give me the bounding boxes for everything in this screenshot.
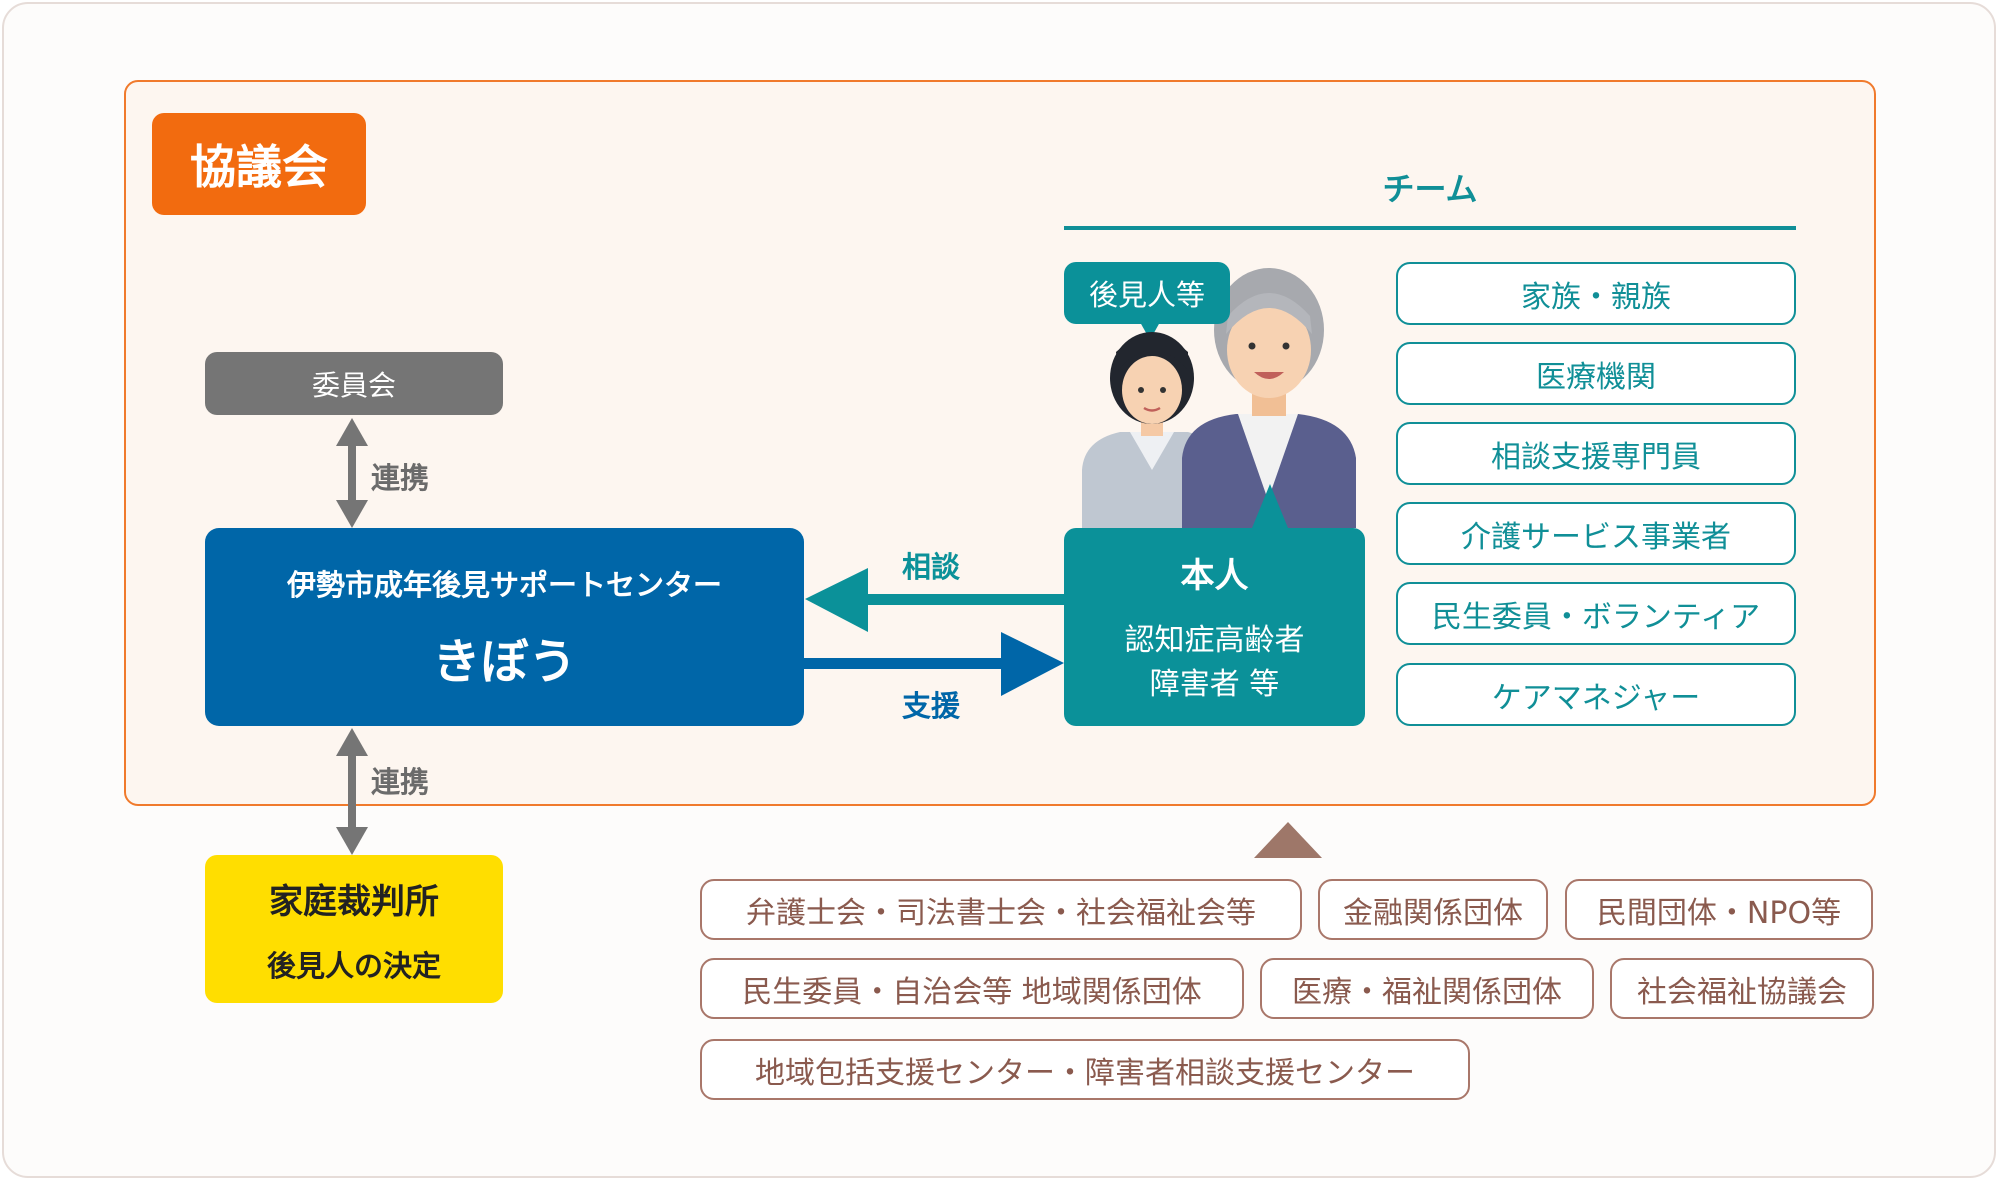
person-title: 本人 [1180, 556, 1249, 596]
elderly-man-illustration [1182, 268, 1356, 528]
team-item: 介護サービス事業者 [1396, 502, 1796, 565]
family-court-box: 家庭裁判所 後見人の決定 [205, 855, 503, 1003]
upper-link-arrow [336, 418, 368, 528]
consult-arrow [805, 568, 1064, 632]
court-name: 家庭裁判所 [269, 881, 439, 922]
team-title: チーム [1382, 170, 1478, 208]
council-label: 協議会 [152, 113, 366, 215]
support-center-box: 伊勢市成年後見サポートセンター きぼう [205, 528, 804, 726]
bubble-tail [1140, 322, 1160, 340]
person-line1: 認知症高齢者 [1124, 623, 1305, 658]
person-line2: 障害者 等 [1149, 666, 1280, 702]
team-item: ケアマネジャー [1396, 663, 1796, 726]
support-arrow [804, 632, 1064, 696]
committee-label: 委員会 [311, 368, 396, 402]
org-item: 社会福祉協議会 [1610, 958, 1874, 1019]
org-item: 医療・福祉関係団体 [1260, 958, 1594, 1019]
committee-box: 委員会 [205, 352, 503, 415]
orgs-pointer-triangle [1254, 822, 1322, 858]
org-item: 民生委員・自治会等 地域関係団体 [700, 958, 1244, 1019]
org-item: 民間団体・NPO等 [1565, 879, 1873, 940]
lower-link-arrow [336, 728, 368, 855]
org-item: 金融関係団体 [1318, 879, 1548, 940]
upper-link-label: 連携 [371, 461, 430, 495]
support-label: 支援 [902, 689, 961, 723]
team-item: 家族・親族 [1396, 262, 1796, 325]
guardian-bubble: 後見人等 [1064, 262, 1230, 324]
consult-label: 相談 [902, 550, 961, 584]
center-nickname: きぼう [432, 634, 577, 690]
org-item: 弁護士会・司法書士会・社会福祉会等 [700, 879, 1302, 940]
center-name: 伊勢市成年後見サポートセンター [286, 568, 722, 602]
lower-link-label: 連携 [371, 765, 430, 799]
team-item: 民生委員・ボランティア [1396, 582, 1796, 645]
person-box: 本人 認知症高齢者 障害者 等 [1064, 528, 1365, 726]
team-item: 相談支援専門員 [1396, 422, 1796, 485]
team-divider [1064, 226, 1796, 230]
org-item: 地域包括支援センター・障害者相談支援センター [700, 1039, 1470, 1100]
court-role: 後見人の決定 [266, 948, 441, 983]
team-item: 医療機関 [1396, 342, 1796, 405]
